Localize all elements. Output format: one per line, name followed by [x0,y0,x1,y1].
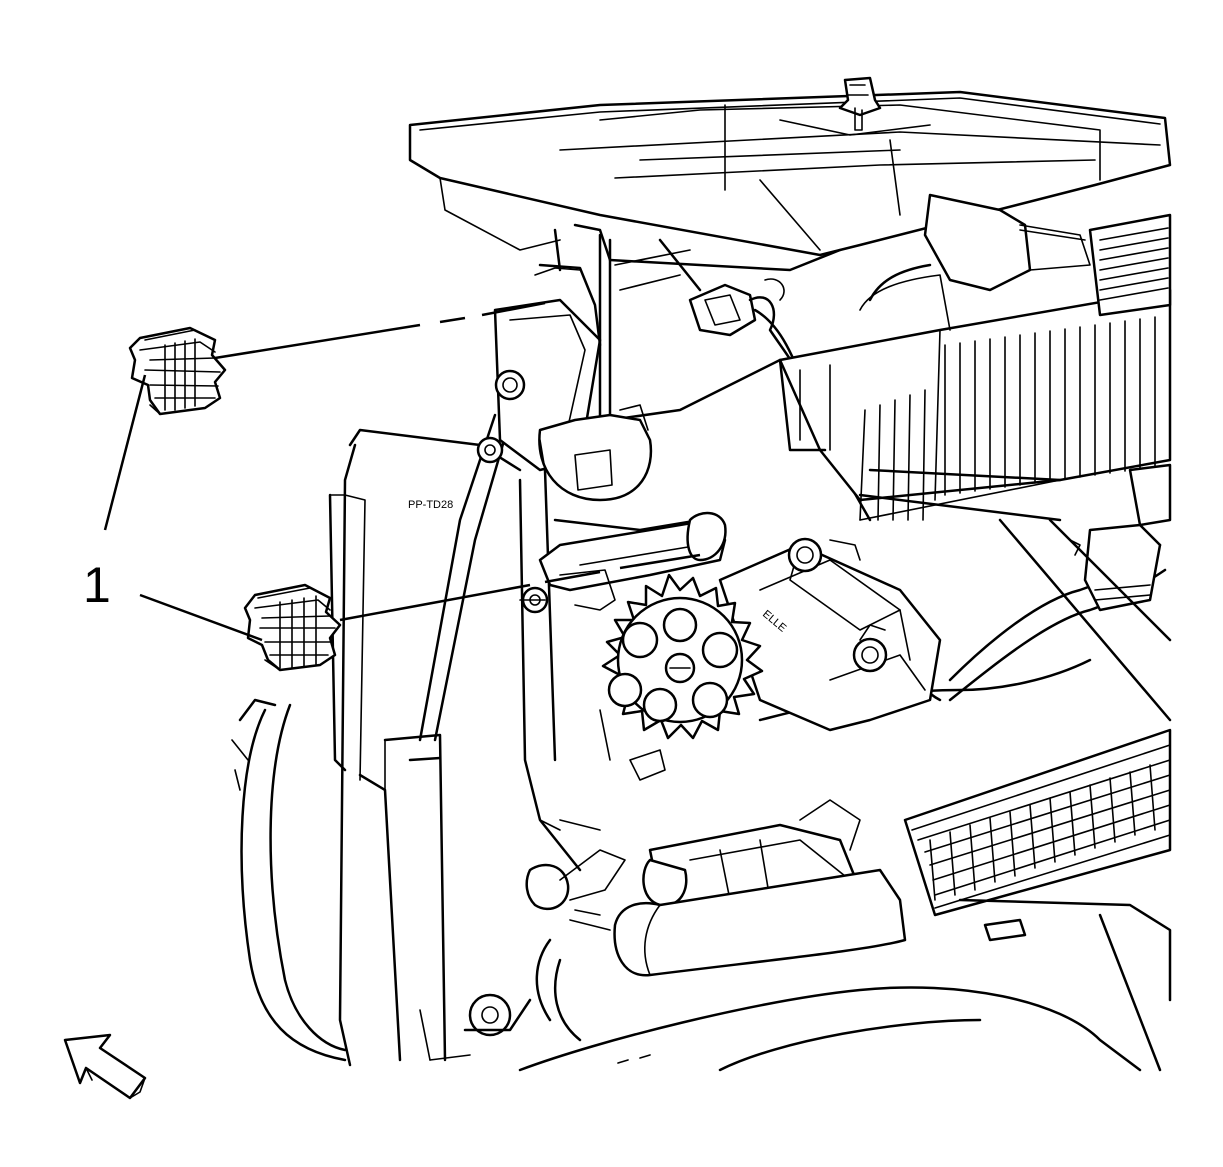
callout-label-1: 1 [83,557,111,613]
retainer-clip-lower [243,583,342,672]
top-retainer-clip [838,76,882,131]
explode-lines [214,301,701,622]
lower-assemblies [429,799,1172,1072]
mode-actuator-assembly: ELLE [519,511,942,781]
right-wiring-harness [758,463,1172,722]
corrugated-conduit [903,728,1172,917]
view-direction-arrow-icon [63,1033,147,1100]
callout-leaders [103,374,263,642]
retainer-clip-upper [128,326,227,416]
hvac-core-housing [778,193,1172,522]
housing-part-marking: PP-TD28 [408,499,453,511]
temperature-actuator-connector-port [538,404,653,502]
